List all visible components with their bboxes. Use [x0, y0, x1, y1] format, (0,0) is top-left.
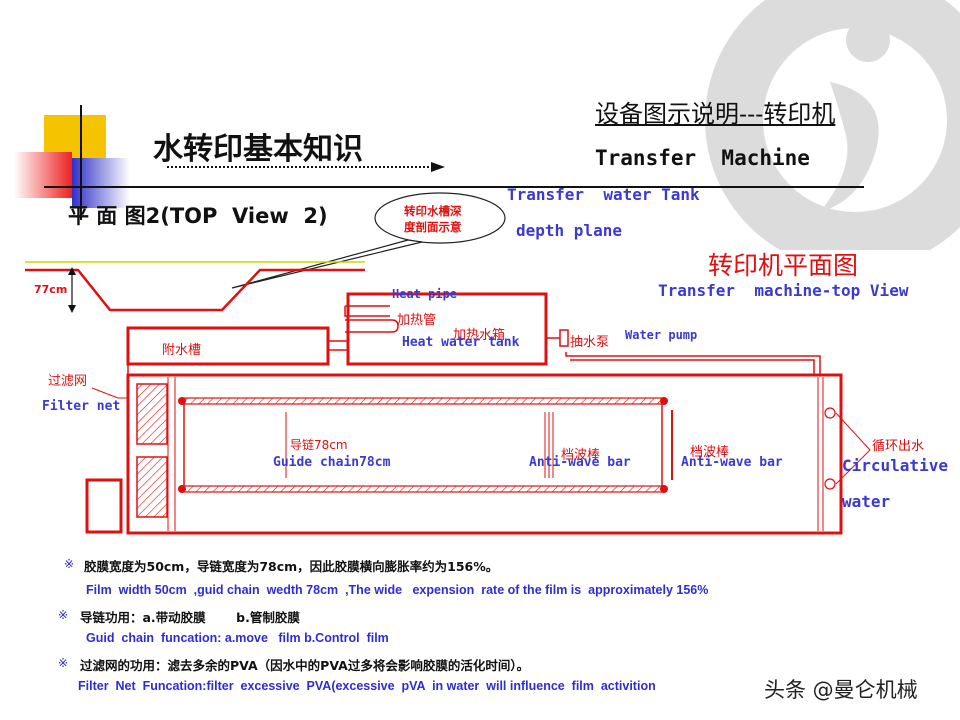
antiwave1-label-cn: 档波棒: [561, 448, 601, 463]
heat-pipe-label-cn: 加热管: [397, 313, 437, 328]
depth-label-line2: depth plane: [516, 221, 622, 240]
note-en-3: Filter Net Funcation:filter excessive PV…: [78, 679, 656, 693]
circ-label-en2: water: [842, 492, 891, 511]
plan-title-en: Transfer machine-top View: [658, 281, 909, 300]
heat-tank-label-en: Heat water tank: [402, 335, 520, 350]
note-en-2: Guid chain funcation: a.move film b.Cont…: [86, 631, 389, 645]
view-label: 平 面 图2(TOP View 2): [68, 204, 328, 228]
antiwave1-label-en: Anti-wave bar: [529, 455, 631, 470]
pump-label-cn: 抽水泵: [570, 335, 610, 350]
antiwave2-label-cn: 档波棒: [690, 445, 730, 460]
plan-title-cn: 转印机平面图: [708, 251, 859, 280]
note-en-1: Film width 50cm ,guid chain wedth 78cm ,…: [86, 583, 709, 597]
guide-chain-label-en: Guide chain78cm: [273, 455, 391, 470]
filter-label-en: Filter net: [42, 399, 121, 414]
filter-label-cn: 过滤网: [48, 374, 88, 389]
note-cn-1: 胶膜宽度为50cm，导链宽度为78cm，因此胶膜横向膨胀率约为156%。: [84, 559, 499, 574]
heat-tank-label-cn: 加热水箱: [453, 328, 506, 343]
tank-depth-profile: [25, 261, 365, 313]
depth-label-line1: Transfer water Tank: [507, 185, 700, 204]
circ-label-cn: 循环出水: [872, 439, 925, 454]
callout-text-2: 度剖面示意: [404, 220, 462, 234]
note-bullet-2: ※: [58, 608, 69, 622]
callout-bubble: [231, 192, 506, 289]
depth-value: 77cm: [34, 283, 68, 296]
subtitle-cn: 设备图示说明---转印机: [595, 100, 836, 128]
note-bullet-3: ※: [58, 656, 69, 670]
deco-horizontal-line: [44, 186, 864, 188]
aux-tank-label: 附水槽: [162, 343, 202, 358]
watermark-text: 头条 @曼仑机械: [764, 678, 918, 702]
guide-chain-label-cn: 导链78cm: [290, 438, 348, 452]
pump-label-en: Water pump: [625, 328, 698, 342]
circ-label-en1: Circulative: [842, 456, 948, 475]
note-cn-2: 导链功用：a.带动胶膜 b.管制胶膜: [80, 610, 300, 625]
deco-vertical-line: [80, 105, 82, 220]
page-title: 水转印基本知识: [153, 132, 363, 167]
subtitle-en: Transfer Machine: [595, 146, 810, 170]
callout-text-1: 转印水槽深: [404, 204, 462, 218]
note-cn-3: 过滤网的功用：滤去多余的PVA（因水中的PVA过多将会影响胶膜的活化时间）。: [80, 658, 530, 673]
note-bullet-1: ※: [64, 557, 75, 571]
heat-pipe-label-en: Heat pipe: [392, 287, 458, 301]
deco-red-square: [14, 152, 72, 198]
antiwave2-label-en: Anti-wave bar: [681, 455, 783, 470]
title-dotted-arrow: [167, 162, 445, 172]
